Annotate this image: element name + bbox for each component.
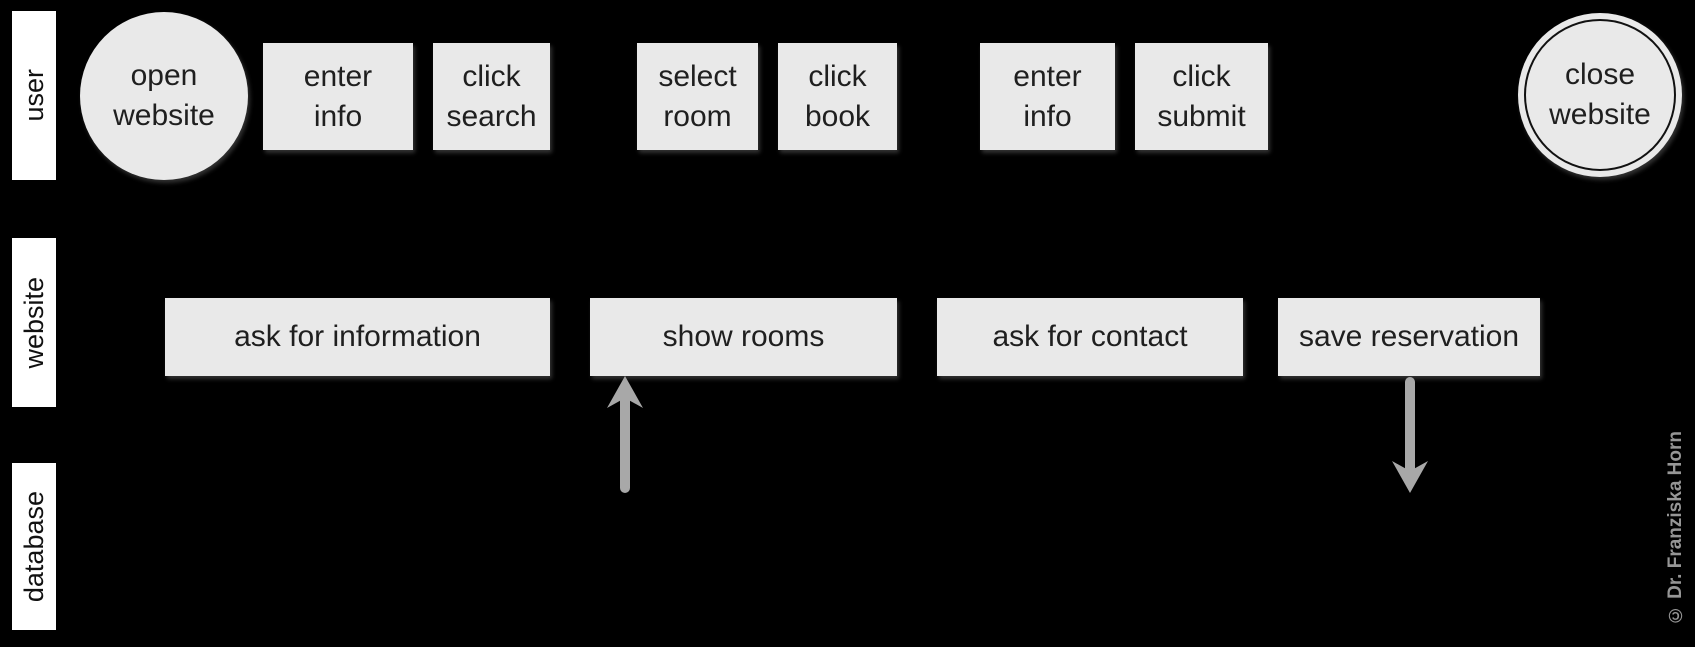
lane-label-database-text: database: [18, 490, 49, 603]
copyright-watermark: © Dr. Franziska Horn: [1660, 420, 1692, 636]
lane-label-database: database: [12, 463, 56, 630]
step-click-submit: click submit: [1135, 43, 1268, 150]
arrow-down-website-to-database: [1392, 377, 1428, 493]
step-save-reservation-label: save reservation: [1298, 320, 1520, 354]
step-ask-for-information-label: ask for information: [234, 320, 481, 354]
step-click-search: click search: [433, 43, 550, 150]
step-click-submit-label: click submit: [1157, 59, 1246, 133]
copyright-watermark-text: © Dr. Franziska Horn: [1665, 430, 1686, 626]
end-node-close-website: close website: [1518, 13, 1682, 177]
step-click-search-label: click search: [446, 59, 537, 133]
lane-label-website: website: [12, 238, 56, 407]
start-node-open-website: open website: [80, 12, 248, 180]
start-node-label: open website: [113, 59, 215, 132]
lane-label-website-text: website: [18, 276, 49, 369]
step-select-room: select room: [637, 43, 758, 150]
step-ask-for-contact-label: ask for contact: [992, 320, 1188, 354]
step-show-rooms-label: show rooms: [662, 320, 825, 354]
step-click-book: click book: [778, 43, 897, 150]
step-enter-info-2: enter info: [980, 43, 1115, 150]
end-node-label: close website: [1549, 58, 1651, 131]
step-enter-info-1: enter info: [263, 43, 413, 150]
step-show-rooms: show rooms: [590, 298, 897, 376]
step-save-reservation: save reservation: [1278, 298, 1540, 376]
lane-label-user-text: user: [18, 69, 49, 122]
step-click-book-label: click book: [804, 59, 871, 133]
step-ask-for-contact: ask for contact: [937, 298, 1243, 376]
step-select-room-label: select room: [658, 59, 737, 133]
step-enter-info-2-label: enter info: [1013, 59, 1082, 133]
arrow-up-database-to-website: [607, 376, 643, 493]
lane-label-user: user: [12, 11, 56, 180]
step-enter-info-1-label: enter info: [303, 59, 373, 133]
step-ask-for-information: ask for information: [165, 298, 550, 376]
